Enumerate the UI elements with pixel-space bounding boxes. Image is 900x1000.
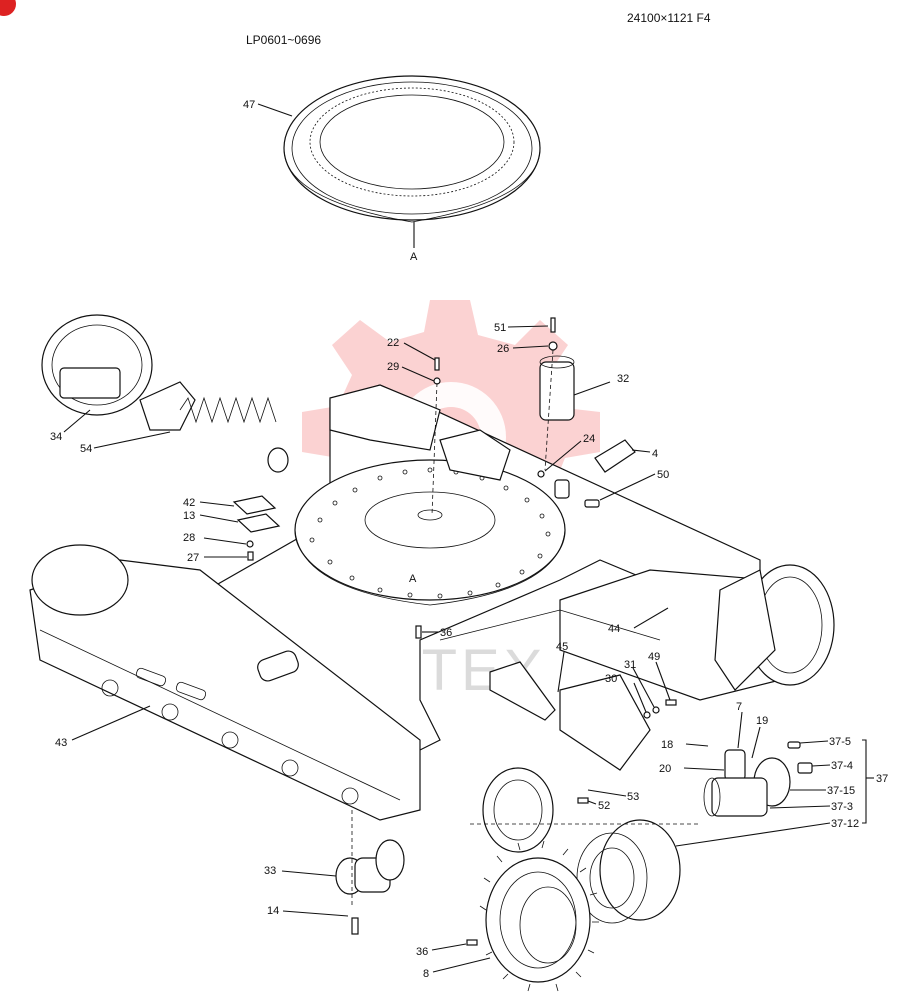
bolt-14 xyxy=(351,917,359,935)
track-cover xyxy=(489,661,651,771)
callout-A-mid: A xyxy=(409,573,417,585)
rear-sprocket xyxy=(714,564,835,691)
callout-13: 13 xyxy=(183,510,195,522)
callout-47: 47 xyxy=(243,99,255,111)
callout-49: 49 xyxy=(648,651,660,663)
callout-A-top: A xyxy=(410,251,418,263)
callout-44: 44 xyxy=(608,623,620,635)
serial-range: LP0601~0696 xyxy=(246,33,321,47)
corner-badge-icon xyxy=(0,0,16,16)
drawing-code: 24100×1121 F4 xyxy=(627,11,711,25)
center-joint-parts xyxy=(433,317,636,508)
callout-37-12: 37-12 xyxy=(831,818,859,830)
front-idler xyxy=(41,314,153,416)
bolt-36-lower xyxy=(466,939,478,946)
callout-37: 37 xyxy=(876,773,888,785)
drive-sprocket xyxy=(479,840,599,992)
callout-50: 50 xyxy=(657,469,669,481)
callout-20: 20 xyxy=(659,763,671,775)
callout-34: 34 xyxy=(50,431,62,443)
callout-4: 4 xyxy=(652,448,658,460)
callout-26: 26 xyxy=(497,343,509,355)
callout-29: 29 xyxy=(387,361,399,373)
callout-28: 28 xyxy=(183,532,195,544)
cover-plates xyxy=(232,495,281,561)
callout-37-3: 37-3 xyxy=(831,801,853,813)
callout-36-top: 36 xyxy=(440,627,452,639)
bolt-49 xyxy=(665,699,677,706)
callout-8: 8 xyxy=(423,968,429,980)
washer-31 xyxy=(652,706,660,714)
callout-18: 18 xyxy=(661,739,673,751)
swing-ring-gear xyxy=(283,75,541,223)
callout-51: 51 xyxy=(494,322,506,334)
callout-22: 22 xyxy=(387,337,399,349)
bolt-36 xyxy=(415,625,422,639)
callout-24: 24 xyxy=(583,433,595,445)
washer-30 xyxy=(643,711,651,719)
frame-cylinder xyxy=(257,650,299,682)
callout-30: 30 xyxy=(605,673,617,685)
recoil-spring xyxy=(139,381,289,473)
callout-7: 7 xyxy=(736,701,742,713)
track-roller xyxy=(335,839,405,895)
bolt-52 xyxy=(577,797,589,804)
callout-19: 19 xyxy=(756,715,768,727)
callout-14: 14 xyxy=(267,905,279,917)
callout-37-5: 37-5 xyxy=(829,736,851,748)
callout-42: 42 xyxy=(183,497,195,509)
callout-37-4: 37-4 xyxy=(831,760,853,772)
callout-27: 27 xyxy=(187,552,199,564)
callout-52: 52 xyxy=(598,800,610,812)
track-rollers xyxy=(101,679,359,805)
callout-45: 45 xyxy=(556,641,568,653)
callout-37-15: 37-15 xyxy=(827,785,855,797)
callout-36-bottom: 36 xyxy=(416,946,428,958)
travel-motor xyxy=(703,741,813,817)
callout-53: 53 xyxy=(627,791,639,803)
callout-43: 43 xyxy=(55,737,67,749)
reduction-gear xyxy=(576,819,681,924)
callout-33: 33 xyxy=(264,865,276,877)
callout-31: 31 xyxy=(624,659,636,671)
bolt-circle xyxy=(309,467,551,599)
callout-32: 32 xyxy=(617,373,629,385)
callout-54: 54 xyxy=(80,443,92,455)
track-frame xyxy=(29,384,781,853)
